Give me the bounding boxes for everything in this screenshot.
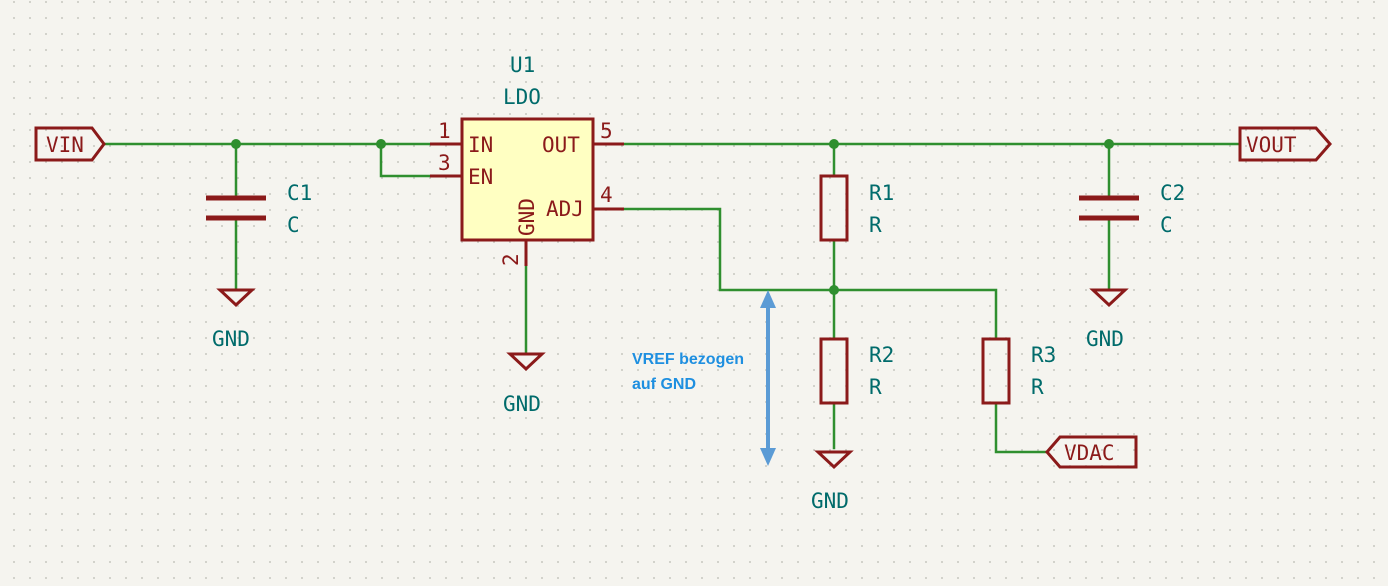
vref-annotation: VREF bezogen auf GND xyxy=(632,290,776,466)
junction-c1 xyxy=(231,139,241,149)
u1-ref: U1 xyxy=(510,53,535,77)
u1-pin-out-name: OUT xyxy=(542,133,580,157)
vref-annotation-line1: VREF bezogen xyxy=(632,351,744,368)
r3-ref: R3 xyxy=(1031,343,1056,367)
r3-value: R xyxy=(1031,375,1044,399)
capacitor-c1[interactable]: C1 C xyxy=(206,181,312,237)
c1-value: C xyxy=(287,213,300,237)
gnd-label-c1: GND xyxy=(212,327,250,351)
u1-pin-adj-name: ADJ xyxy=(546,197,584,221)
wire-adj xyxy=(591,207,998,340)
u1-pin-in-name: IN xyxy=(468,133,493,157)
c1-ref: C1 xyxy=(287,181,312,205)
junction-c2 xyxy=(1104,139,1114,149)
r2-ref: R2 xyxy=(869,343,894,367)
r1-value: R xyxy=(869,213,882,237)
gnd-label-u1: GND xyxy=(503,392,541,416)
port-vout[interactable]: VOUT xyxy=(1238,126,1332,162)
u1-pin2-number: 2 xyxy=(499,253,523,266)
c2-ref: C2 xyxy=(1160,181,1185,205)
port-vout-label: VOUT xyxy=(1246,133,1297,157)
u1-pin1-number: 1 xyxy=(438,119,451,143)
port-vdac-label: VDAC xyxy=(1064,441,1115,465)
wire-r3-vdac xyxy=(994,401,1049,454)
u1-pin-gnd-name: GND xyxy=(515,198,539,236)
u1-pin3-number: 3 xyxy=(438,151,451,175)
port-vin[interactable]: VIN xyxy=(34,126,106,162)
gnd-symbol-r2[interactable]: GND xyxy=(811,450,854,513)
gnd-label-r2: GND xyxy=(811,489,849,513)
gnd-symbol-c1[interactable]: GND xyxy=(212,288,256,351)
u1-pin-en-name: EN xyxy=(468,165,493,189)
u1-pin4-number: 4 xyxy=(600,183,613,207)
c2-value: C xyxy=(1160,213,1173,237)
vref-arrow-head-up xyxy=(760,290,776,308)
resistor-r3[interactable]: R3 R xyxy=(981,337,1056,405)
r2-value: R xyxy=(869,375,882,399)
gnd-label-c2: GND xyxy=(1086,327,1124,351)
u1-value: LDO xyxy=(503,85,541,109)
vref-arrow-head-down xyxy=(760,448,776,466)
u1-pin5-number: 5 xyxy=(600,119,613,143)
port-vin-label: VIN xyxy=(46,133,84,157)
r1-ref: R1 xyxy=(869,181,894,205)
junction-en xyxy=(376,139,386,149)
resistor-r2[interactable]: R2 R xyxy=(819,337,894,405)
gnd-symbol-u1[interactable]: GND xyxy=(503,352,546,416)
junction-r1 xyxy=(829,139,839,149)
port-vdac[interactable]: VDAC xyxy=(1045,435,1138,469)
resistor-r1[interactable]: R1 R xyxy=(819,174,894,242)
ic-u1[interactable]: U1 LDO IN EN OUT ADJ GND 1 3 5 4 2 xyxy=(430,53,624,266)
gnd-symbol-c2[interactable]: GND xyxy=(1086,288,1129,351)
wires xyxy=(102,142,1242,454)
capacitor-c2[interactable]: C2 C xyxy=(1079,181,1185,237)
vref-annotation-line2: auf GND xyxy=(632,376,696,393)
junctions xyxy=(231,139,1114,295)
junction-divider xyxy=(829,285,839,295)
